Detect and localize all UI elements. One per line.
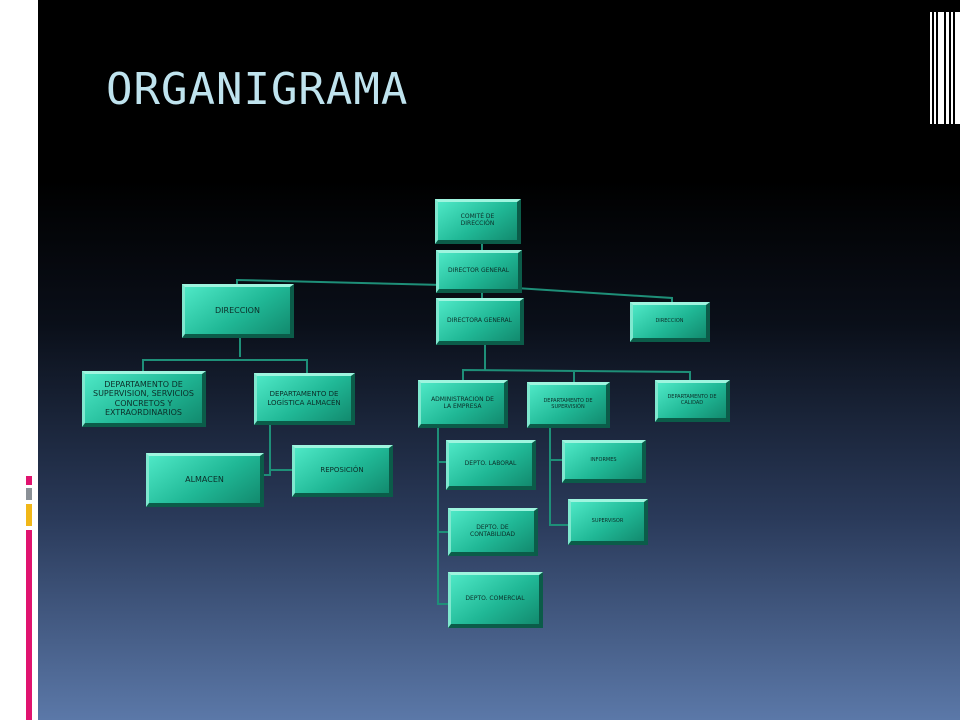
accent-bar-gray bbox=[26, 488, 32, 500]
node-label: DEPARTAMENTO DE CALIDAD bbox=[667, 393, 717, 406]
node-directora-general: DIRECTORA GENERAL bbox=[436, 298, 524, 345]
node-label: SUPERVISOR bbox=[591, 517, 624, 524]
node-depto-supervision-servicios: DEPARTAMENTO DE SUPERVISION, SERVICIOS C… bbox=[82, 371, 206, 427]
node-label: DEPTO. LABORAL bbox=[464, 460, 517, 468]
node-label: ADMINISTRACION DE LA EMPRESA bbox=[431, 395, 494, 410]
node-label: INFORMES bbox=[590, 457, 617, 464]
node-depto-calidad: DEPARTAMENTO DE CALIDAD bbox=[655, 380, 730, 422]
node-label: DEPARTAMENTO DE SUPERVISION, SERVICIOS C… bbox=[93, 380, 194, 417]
accent-bar-pink-long bbox=[26, 530, 32, 720]
node-label: ALMACEN bbox=[185, 474, 224, 484]
node-supervisor: SUPERVISOR bbox=[568, 499, 648, 545]
node-comite-direccion: COMITÉ DE DIRECCIÓN bbox=[435, 199, 521, 244]
decorative-bars bbox=[930, 12, 960, 124]
accent-bar-yellow bbox=[26, 504, 32, 526]
node-label: DEPARTAMENTO DE SUPERVISIÓN bbox=[543, 397, 593, 410]
node-label: DIRECCION bbox=[655, 317, 684, 324]
node-label: REPOSICIÓN bbox=[320, 466, 364, 475]
node-administracion: ADMINISTRACION DE LA EMPRESA bbox=[418, 380, 508, 428]
node-direccion-right: DIRECCION bbox=[630, 302, 710, 342]
node-informes: INFORMES bbox=[562, 440, 646, 483]
node-label: DIRECTORA GENERAL bbox=[447, 316, 512, 324]
node-label: DEPARTAMENTO DE LOGÍSTICA ALMACÉN bbox=[267, 390, 341, 407]
node-label: COMITÉ DE DIRECCIÓN bbox=[460, 213, 495, 227]
slide-title: ORGANIGRAMA bbox=[106, 64, 409, 115]
node-director-general: DIRECTOR GENERAL bbox=[436, 250, 522, 293]
node-depto-supervision: DEPARTAMENTO DE SUPERVISIÓN bbox=[527, 382, 610, 428]
node-depto-contabilidad: DEPTO. DE CONTABILIDAD bbox=[448, 508, 538, 556]
node-depto-laboral: DEPTO. LABORAL bbox=[446, 440, 536, 490]
node-label: DEPTO. DE CONTABILIDAD bbox=[470, 523, 515, 538]
node-direccion-left: DIRECCION bbox=[182, 284, 294, 338]
node-label: DEPTO. COMERCIAL bbox=[465, 595, 525, 603]
node-reposicion: REPOSICIÓN bbox=[292, 445, 393, 497]
node-depto-logistica: DEPARTAMENTO DE LOGÍSTICA ALMACÉN bbox=[254, 373, 355, 425]
node-label: DIRECTOR GENERAL bbox=[447, 266, 510, 274]
node-depto-comercial: DEPTO. COMERCIAL bbox=[448, 572, 543, 628]
node-almacen: ALMACEN bbox=[146, 453, 264, 507]
accent-bar-pink bbox=[26, 476, 32, 485]
node-label: DIRECCION bbox=[215, 305, 260, 315]
